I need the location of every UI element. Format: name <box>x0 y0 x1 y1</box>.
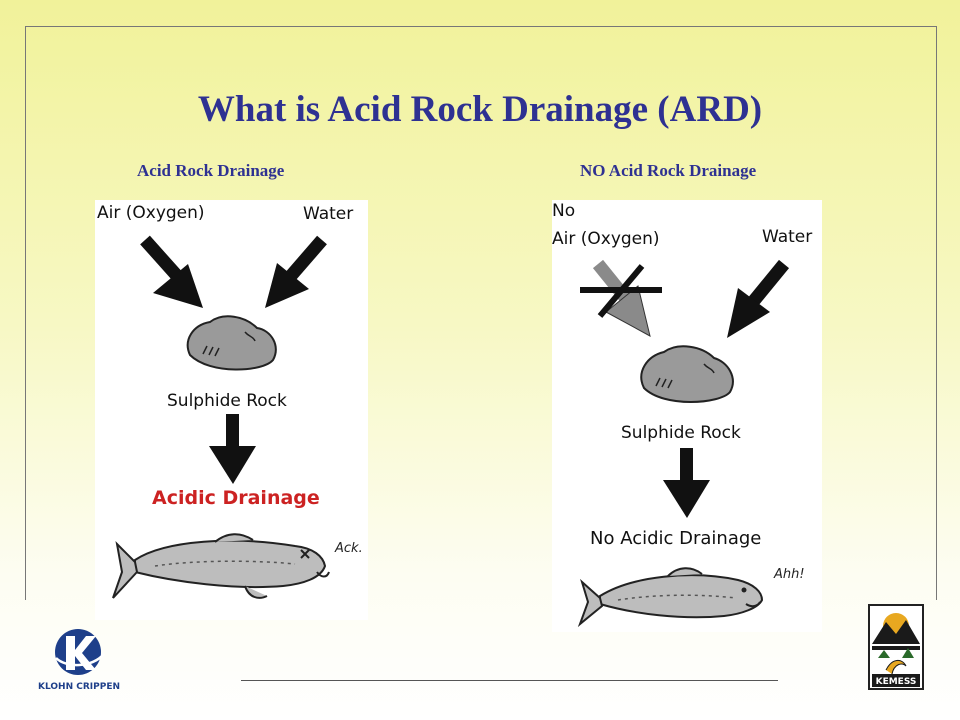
down-arrow <box>209 414 256 484</box>
no-label: No <box>552 201 575 221</box>
slide-title: What is Acid Rock Drainage (ARD) <box>197 89 763 130</box>
frame-top-line <box>25 26 937 27</box>
water-label: Water <box>303 204 353 224</box>
water-arrow <box>265 235 327 308</box>
ard-diagram-panel: Air (Oxygen) Water Sulphide Rock Acidic … <box>95 200 368 620</box>
acidic-drainage-label: Acidic Drainage <box>152 487 320 509</box>
kemess-logo-text: KEMESS <box>876 677 917 687</box>
frame-right-line <box>936 26 937 600</box>
right-heading: NO Acid Rock Drainage <box>580 161 757 180</box>
water-label: Water <box>762 227 812 247</box>
fish-caption: Ahh! <box>773 567 805 582</box>
sulphide-rock-icon <box>186 315 277 371</box>
blocked-air-arrow <box>592 259 651 337</box>
cross-mark-icon <box>580 264 662 318</box>
rock-label: Sulphide Rock <box>621 423 741 443</box>
down-arrow <box>663 448 710 518</box>
no-ard-diagram-panel: No Air (Oxygen) Water Sulphide Rock No A… <box>552 200 822 632</box>
footer-divider <box>241 680 778 681</box>
air-arrow <box>140 235 203 308</box>
healthy-fish-icon <box>577 567 764 628</box>
no-acidic-drainage-label: No Acidic Drainage <box>590 528 761 549</box>
left-heading: Acid Rock Drainage <box>137 161 285 180</box>
klohn-crippen-logo-text: KLOHN CRIPPEN <box>38 682 120 692</box>
fish-caption: Ack. <box>334 541 363 556</box>
sulphide-rock-icon <box>640 345 734 403</box>
sick-fish-icon <box>112 533 330 599</box>
frame-left-line <box>25 26 26 600</box>
kemess-logo: KEMESS <box>868 604 924 690</box>
air-label: Air (Oxygen) <box>552 229 660 249</box>
water-arrow <box>727 259 790 338</box>
rock-label: Sulphide Rock <box>167 391 287 411</box>
air-label: Air (Oxygen) <box>97 203 205 223</box>
klohn-crippen-logo: KLOHN CRIPPEN <box>26 628 132 692</box>
